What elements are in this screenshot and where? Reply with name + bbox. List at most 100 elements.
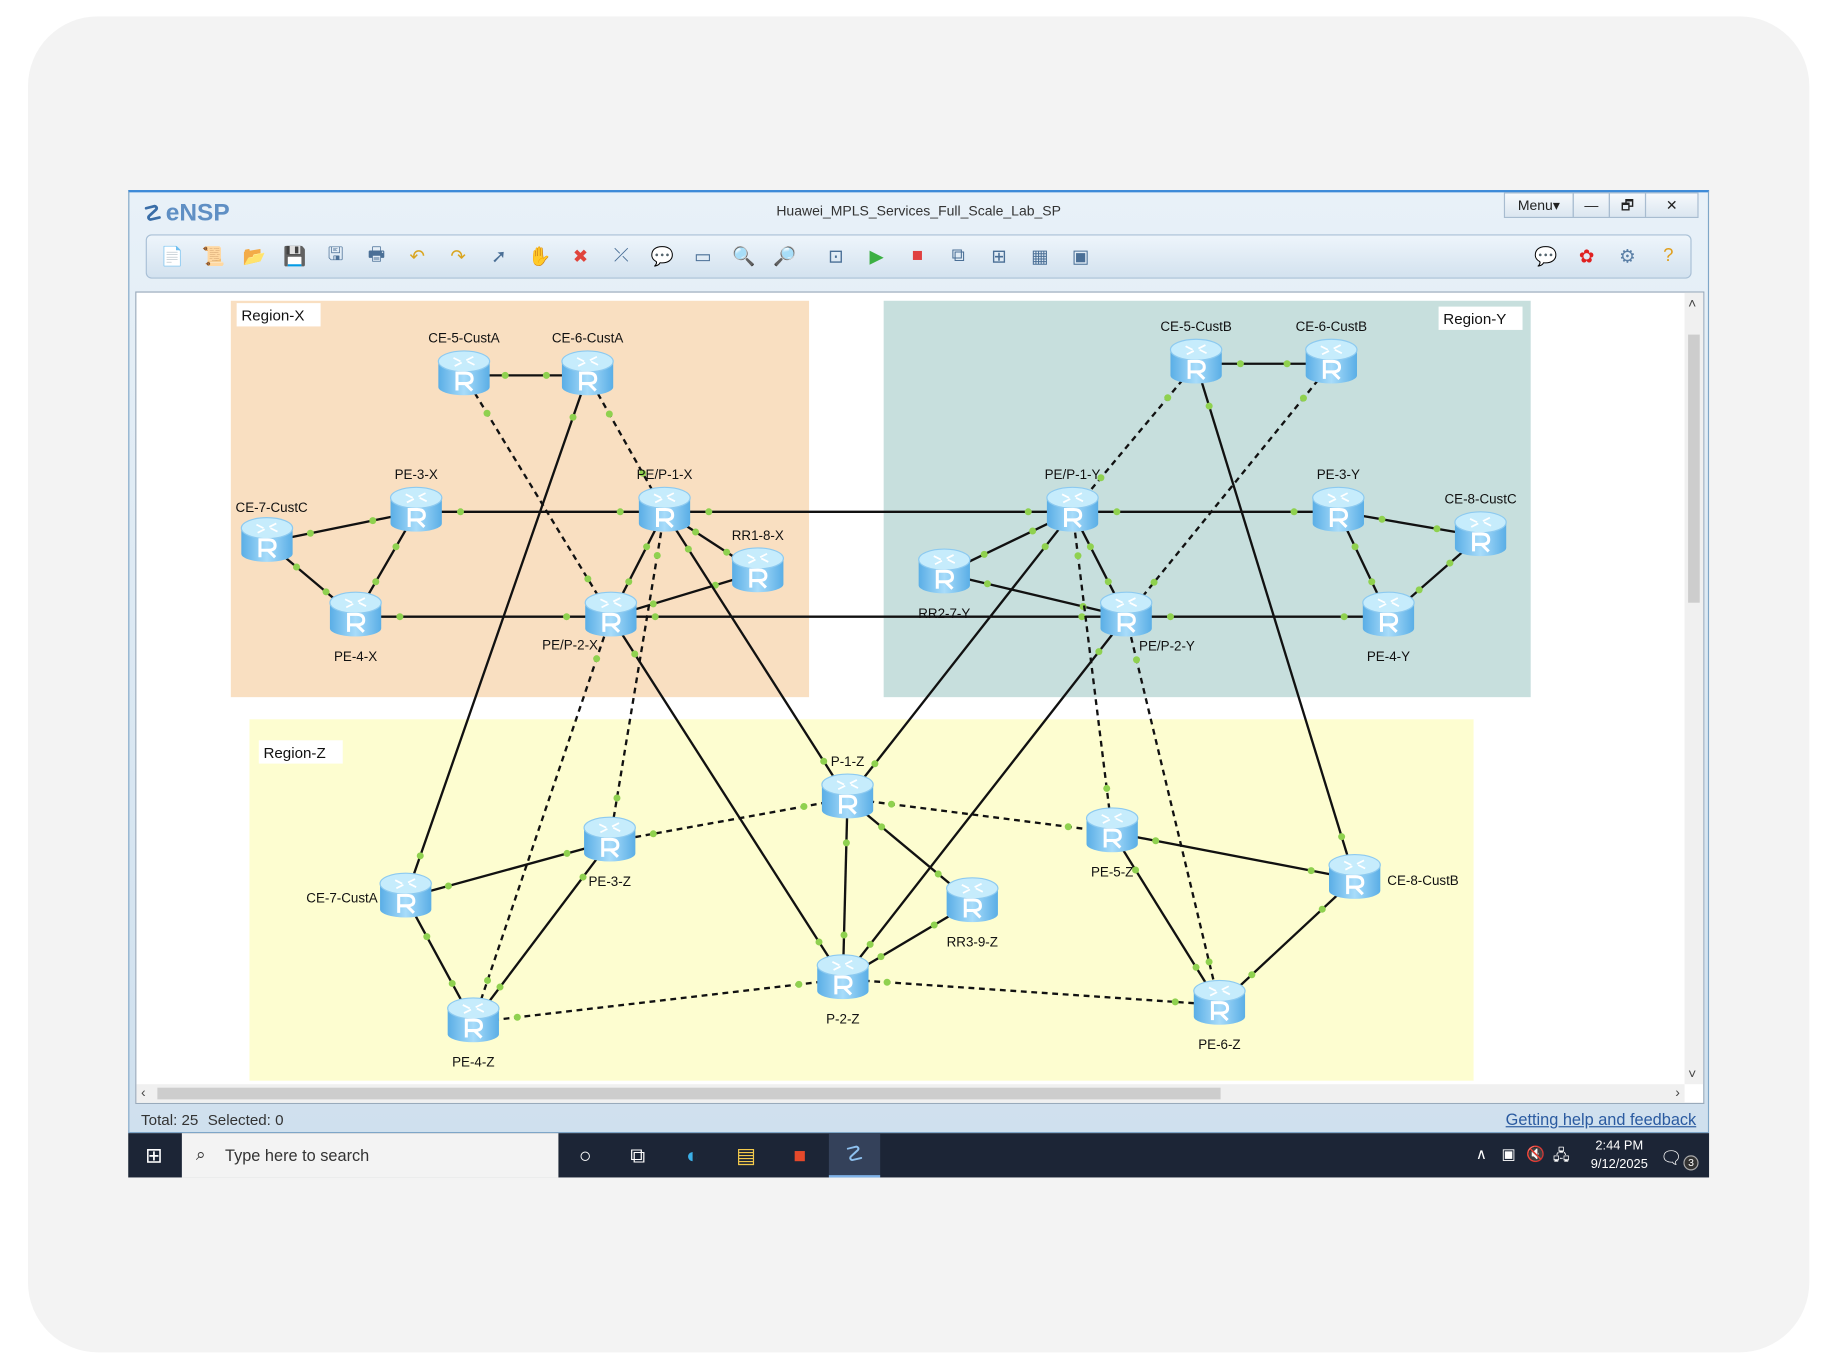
save-icon[interactable]: 💾 <box>283 247 307 267</box>
region-z-area[interactable] <box>249 719 1474 1081</box>
link-pep2y-p2z[interactable] <box>841 615 1128 980</box>
grid-icon[interactable]: ▦ <box>1031 247 1049 267</box>
router-ce6b[interactable]: CE-6-CustB <box>1296 319 1368 384</box>
router-ce7a[interactable]: CE-7-CustA <box>306 872 432 918</box>
device-label[interactable]: PE/P-1-X <box>637 467 693 482</box>
close-button[interactable]: ✕ <box>1644 192 1699 219</box>
device-label[interactable]: PE-5-Z <box>1091 865 1133 880</box>
vertical-scroll-thumb[interactable] <box>1688 334 1700 603</box>
router-pep1x[interactable]: PE/P-1-X <box>637 467 693 532</box>
redo-icon[interactable]: ↷ <box>450 247 466 267</box>
undo-icon[interactable]: ↶ <box>409 247 426 267</box>
device-label[interactable]: PE-3-X <box>395 467 438 482</box>
device-label[interactable]: PE/P-1-Y <box>1045 467 1101 482</box>
scroll-down-icon[interactable]: ˅ <box>1688 1065 1697 1082</box>
device-label[interactable]: CE-6-CustB <box>1296 319 1368 334</box>
link-ce6a-ce7a[interactable] <box>404 375 589 899</box>
router-ce8b[interactable]: CE-8-CustB <box>1328 853 1459 899</box>
print-icon[interactable]: 🖶 <box>367 244 386 265</box>
router-pe4y[interactable]: PE-4-Y <box>1362 591 1415 664</box>
router-pep2x[interactable]: PE/P-2-X <box>542 591 638 652</box>
fit-icon[interactable]: ⊡ <box>828 247 844 267</box>
link-p1z-p2z[interactable] <box>841 798 849 980</box>
device-label[interactable]: PE-3-Z <box>589 874 631 889</box>
file-explorer-icon[interactable]: ▤ <box>736 1143 757 1167</box>
device-label[interactable]: RR3-9-Z <box>947 935 998 950</box>
device-label[interactable]: PE-4-X <box>334 649 377 664</box>
horizontal-scrollbar[interactable]: ‹ › <box>136 1084 1685 1103</box>
router-pep1y[interactable]: PE/P-1-Y <box>1045 467 1101 532</box>
start-button[interactable]: ⊞ <box>145 1143 163 1167</box>
device-label[interactable]: P-1-Z <box>831 754 864 769</box>
horizontal-scroll-thumb[interactable] <box>157 1087 1221 1100</box>
network-icon[interactable]: 🖧 <box>1552 1145 1570 1164</box>
scroll-left-icon[interactable]: ‹ <box>141 1084 146 1101</box>
link-ce5b-pep1y[interactable] <box>1071 362 1198 513</box>
select-pointer-icon[interactable]: ➚ <box>491 247 507 267</box>
zoom-out-icon[interactable]: 🔎 <box>772 247 797 267</box>
router-ce6a[interactable]: CE-6-CustA <box>552 331 624 396</box>
new-script-icon[interactable]: 📜 <box>201 247 225 267</box>
notification-center[interactable]: 🗨 3 <box>1660 1144 1699 1171</box>
device-label[interactable]: CE-8-CustB <box>1387 873 1459 888</box>
device-label[interactable]: PE-3-Y <box>1317 467 1360 482</box>
device-label[interactable]: CE-5-CustB <box>1160 319 1232 334</box>
router-pe3y[interactable]: PE-3-Y <box>1312 467 1365 532</box>
link-ce6b-pep2y[interactable] <box>1125 362 1333 618</box>
office-icon[interactable]: ■ <box>793 1143 807 1167</box>
device-label[interactable]: PE-4-Z <box>452 1055 494 1070</box>
topology-icon[interactable]: ⊞ <box>991 247 1007 267</box>
notification-icon[interactable]: 🗨 <box>1660 1147 1683 1168</box>
stop-device-icon[interactable]: ■ <box>911 245 924 266</box>
link-pe3z-ce7a[interactable] <box>405 840 611 899</box>
task-view-icon[interactable]: ⧉ <box>630 1143 646 1167</box>
start-device-icon[interactable]: ▶ <box>869 247 884 267</box>
open-icon[interactable]: 📂 <box>242 247 266 267</box>
show-hidden-icons[interactable]: ∧ <box>1475 1144 1487 1163</box>
ensp-taskbar-icon[interactable]: ☡ <box>828 1133 881 1178</box>
scroll-right-icon[interactable]: › <box>1675 1084 1680 1101</box>
router-rr2[interactable]: RR2-7-Y <box>918 548 971 621</box>
delete-link-icon[interactable]: ⤫ <box>613 245 629 266</box>
router-pe3z[interactable]: PE-3-Z <box>583 816 636 889</box>
vertical-scrollbar[interactable]: ˄ ˅ <box>1684 292 1704 1085</box>
help-feedback-link[interactable]: Getting help and feedback <box>1505 1109 1697 1129</box>
device-label[interactable]: PE/P-2-Y <box>1139 639 1195 654</box>
region-z-label[interactable]: Region-Z <box>263 745 325 762</box>
link-p2z-pe4z[interactable] <box>473 978 844 1024</box>
device-label[interactable]: PE/P-2-X <box>542 637 598 652</box>
router-pe4x[interactable]: PE-4-X <box>329 591 382 664</box>
cortana-icon[interactable]: ○ <box>578 1143 592 1167</box>
router-ce8c[interactable]: CE-8-CustC <box>1444 492 1517 557</box>
router-rr3[interactable]: RR3-9-Z <box>946 877 999 950</box>
device-label[interactable]: P-2-Z <box>826 1012 859 1027</box>
scroll-up-icon[interactable]: ˄ <box>1688 294 1697 312</box>
help-icon[interactable]: ? <box>1663 245 1674 266</box>
link-pep1x-pe3z[interactable] <box>608 511 666 842</box>
save-as-icon[interactable]: 🖫 <box>327 244 344 265</box>
link-pep1y-pe5z[interactable] <box>1071 511 1114 833</box>
device-label[interactable]: PE-4-Y <box>1367 649 1410 664</box>
clock-time[interactable]: 2:44 PM <box>1595 1138 1644 1153</box>
text-note-icon[interactable]: 💬 <box>650 247 674 267</box>
feedback-icon[interactable]: 💬 <box>1534 247 1558 267</box>
device-label[interactable]: RR2-7-Y <box>918 606 970 621</box>
router-pe6z[interactable]: PE-6-Z <box>1193 979 1246 1052</box>
link-rr2-pep2y[interactable] <box>944 572 1127 618</box>
area-icon[interactable]: ▭ <box>694 247 712 267</box>
clock[interactable]: 2:44 PM 9/12/2025 <box>1585 1137 1653 1174</box>
router-pe3x[interactable]: PE-3-X <box>389 467 443 532</box>
link-pep1y-p1z[interactable] <box>846 511 1074 800</box>
edge-icon[interactable]: ◐ <box>686 1143 699 1167</box>
device-label[interactable]: CE-5-CustA <box>428 331 500 346</box>
restore-button[interactable]: 🗗 <box>1608 192 1647 219</box>
router-ce7c[interactable]: CE-7-CustC <box>236 500 309 562</box>
device-label[interactable]: CE-7-CustC <box>236 500 309 515</box>
link-p1z-pe3z[interactable] <box>609 797 848 843</box>
link-pep1x-p1z[interactable] <box>663 511 849 800</box>
link-pe3z-pe4z[interactable] <box>472 841 611 1024</box>
link-pep2x-p2z[interactable] <box>609 616 844 980</box>
router-p1z[interactable]: P-1-Z <box>821 754 874 819</box>
